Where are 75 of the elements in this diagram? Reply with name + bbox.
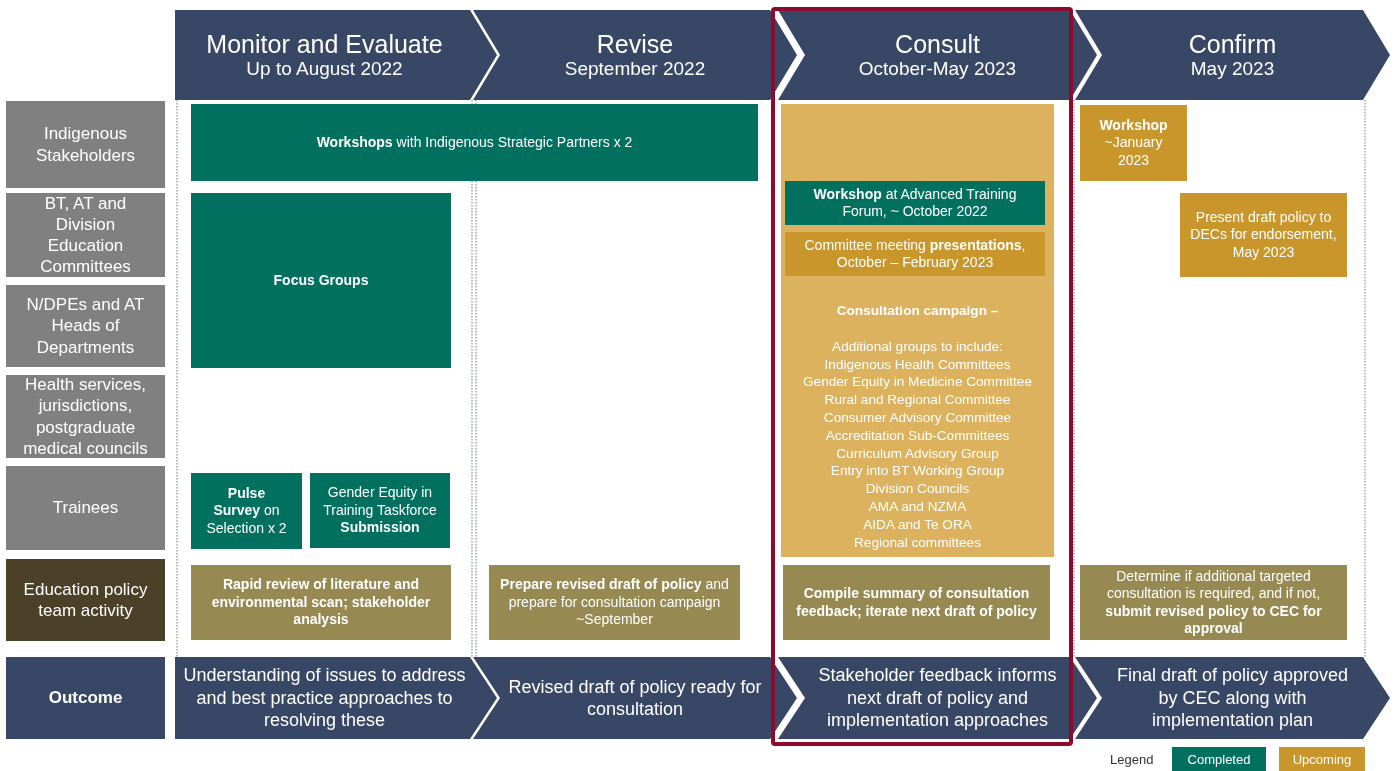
box-text: Trainees xyxy=(52,497,119,519)
legend-text: Completed xyxy=(1187,751,1251,767)
box-text: Determine if additional targeted consultation is required, and if not, submit revised policy to CEC for approval xyxy=(1104,567,1323,638)
group-list-item: Additional groups to include: xyxy=(832,337,1003,356)
team-row-label xyxy=(6,559,165,641)
box-text: Rapid review of literature and environmental scan; stakeholder analysis xyxy=(210,576,432,629)
campaign-heading: Consultation campaign – xyxy=(836,302,999,320)
activity-box xyxy=(785,232,1045,276)
phase-header-banner xyxy=(1075,10,1390,100)
group-list-item: Regional committees xyxy=(854,533,981,552)
phase-date: Up to August 2022 xyxy=(246,58,403,81)
group-list-item: Curriculum Advisory Group xyxy=(836,444,999,463)
group-list-item: Gender Equity in Medicine Committee xyxy=(803,373,1032,392)
campaign-panel xyxy=(781,104,1054,557)
legend-heading: Legend xyxy=(1110,752,1154,767)
box-text: Stakeholder feedback informs next draft of policy and implementation approaches xyxy=(817,664,1058,732)
outcome-row-label xyxy=(6,657,165,739)
phase-header-banner xyxy=(175,10,497,100)
outcome-banner xyxy=(778,657,1097,739)
outcome-banner xyxy=(175,657,497,739)
team-activity-box xyxy=(783,565,1050,640)
box-text: Indigenous Stakeholders xyxy=(34,123,137,166)
phase-title: Consult xyxy=(895,29,980,59)
activity-box xyxy=(191,473,302,549)
group-list-item: Accreditation Sub-Committees xyxy=(825,426,1010,445)
group-list-item: Entry into BT Working Group xyxy=(830,462,1005,481)
outcome-banner xyxy=(473,657,797,739)
box-text: Final draft of policy approved by CEC along with implementation plan xyxy=(1115,664,1350,732)
phase-date: May 2023 xyxy=(1190,58,1275,81)
phase-header-banner xyxy=(473,10,797,100)
stakeholder-row-label xyxy=(6,285,165,367)
box-text: Workshop ~January 2023 xyxy=(1098,116,1169,170)
box-text: Gender Equity in Training Taskforce Submission xyxy=(322,484,438,537)
activity-box xyxy=(191,193,451,368)
box-text: Prepare revised draft of policy and prepare for consultation campaign ~September xyxy=(499,576,730,629)
group-list-item: Consumer Advisory Committee xyxy=(823,409,1012,427)
activity-box xyxy=(785,181,1045,225)
stakeholder-row-label xyxy=(6,375,165,458)
box-text: Workshops with Indigenous Strategic Partners x 2 xyxy=(316,133,633,152)
outcome-banner xyxy=(1075,657,1390,739)
activity-box xyxy=(1080,105,1187,181)
stakeholder-row-label xyxy=(6,101,165,188)
stakeholder-row-label xyxy=(6,466,165,550)
box-text: Committee meeting presentations, October – February 2023 xyxy=(803,236,1027,272)
box-text: Workshop at Advanced Training Forum, ~ October 2022 xyxy=(812,185,1018,221)
activity-box xyxy=(310,473,450,548)
box-text: N/DPEs and AT Heads of Departments xyxy=(25,294,146,358)
team-activity-box xyxy=(489,565,740,640)
box-text: Outcome xyxy=(48,687,123,709)
phase-date: September 2022 xyxy=(564,58,706,81)
box-text: BT, AT and Division Education Committees xyxy=(39,192,132,278)
box-text: Understanding of issues to address and best practice approaches to resolving these xyxy=(183,664,466,732)
team-activity-box xyxy=(191,565,451,640)
phase-title: Confirm xyxy=(1188,29,1277,59)
box-text: Present draft policy to DECs for endorsement, May 2023 xyxy=(1189,208,1338,262)
group-list-item: AIDA and Te ORA xyxy=(863,515,972,534)
box-text: Compile summary of consultation feedback; iterate next draft of policy xyxy=(795,585,1038,620)
phase-header-banner xyxy=(778,10,1097,100)
team-activity-box xyxy=(1080,565,1347,640)
box-text: Education policy team activity xyxy=(22,578,149,622)
group-list-item: Rural and Regional Committee xyxy=(824,391,1011,409)
box-text: Health services, jurisdictions, postgraduate medical councils xyxy=(22,374,149,459)
phase-title: Revise xyxy=(596,29,674,59)
phase-title: Monitor and Evaluate xyxy=(206,29,443,59)
stakeholder-row-label xyxy=(6,193,165,277)
group-list-item: AMA and NZMA xyxy=(868,497,967,516)
group-list-item: Division Councils xyxy=(865,480,970,498)
legend-text: Upcoming xyxy=(1292,751,1352,767)
phase-date: October-May 2023 xyxy=(858,58,1017,81)
box-text: Focus Groups xyxy=(273,271,369,290)
box-text: Revised draft of policy ready for consultation xyxy=(507,675,763,721)
group-list-item: Indigenous Health Committees xyxy=(824,355,1011,374)
activity-box xyxy=(1180,193,1347,277)
activity-box xyxy=(191,104,758,181)
box-text: Pulse Survey on Selection x 2 xyxy=(205,484,288,538)
